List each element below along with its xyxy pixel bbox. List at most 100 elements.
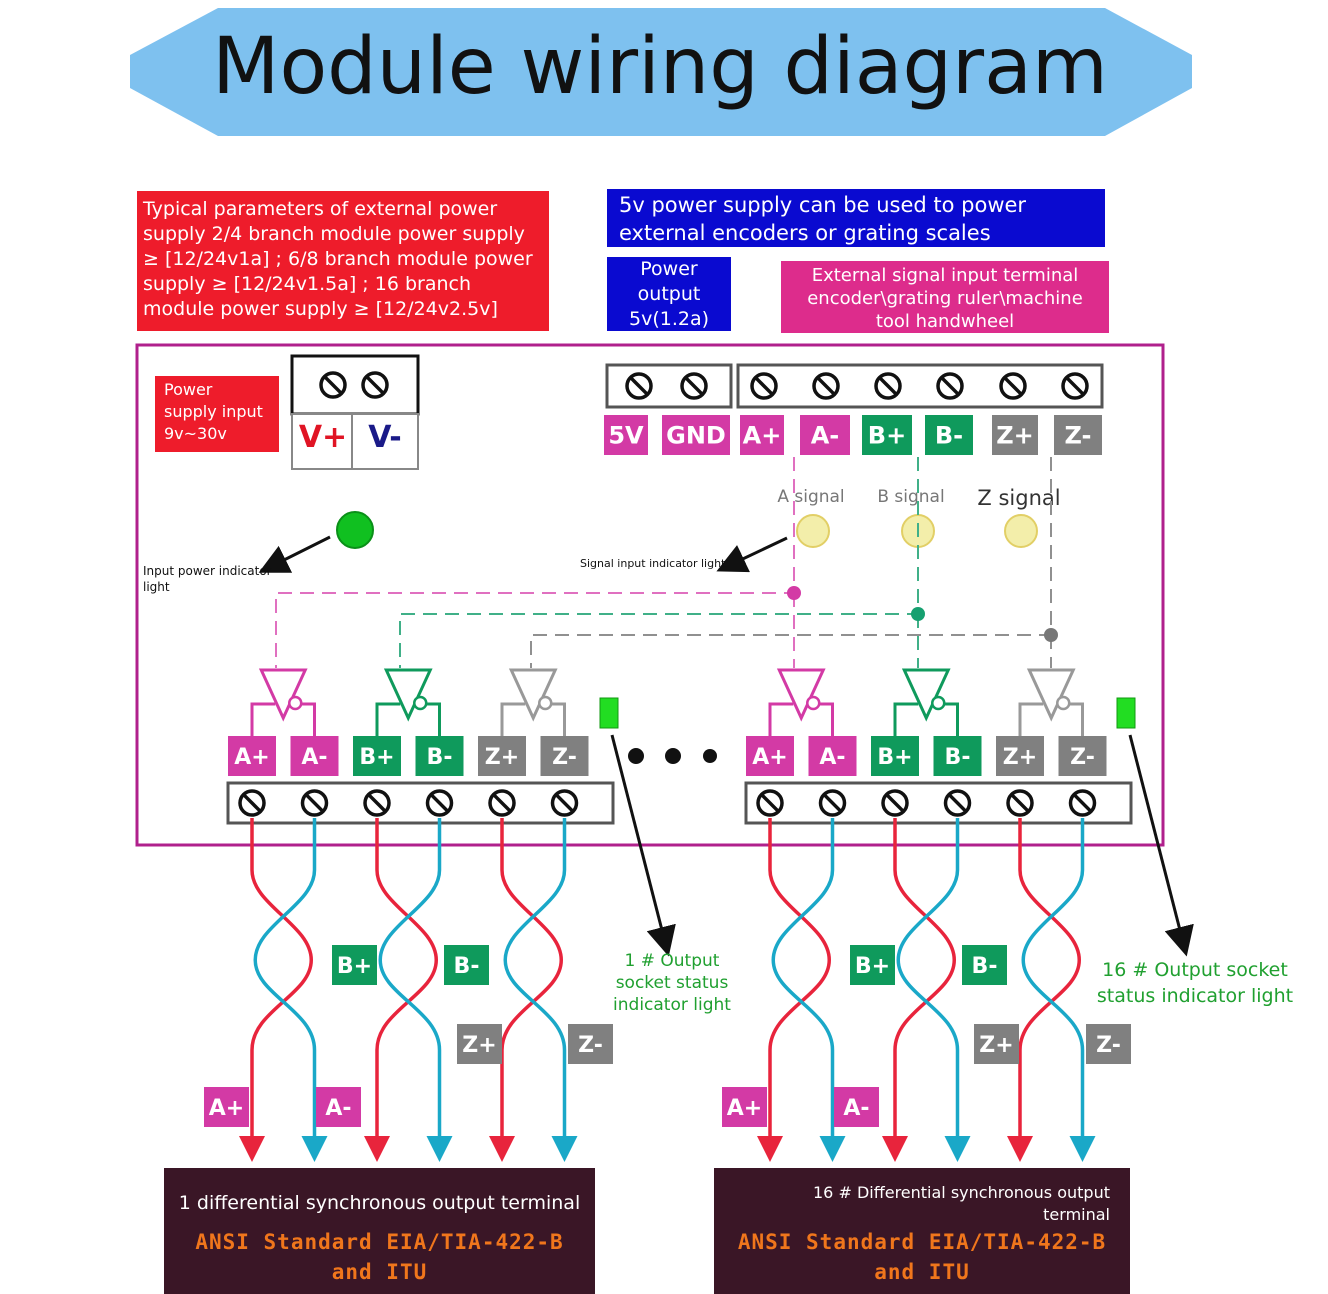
signal-label-1: B signal (877, 487, 944, 507)
input-tag-3-text: A- (811, 422, 840, 450)
out16-wire-tag-5 (834, 1087, 879, 1127)
out1-out-tag-4-text: Z+ (485, 745, 519, 770)
out16-out-screw-2-slot (885, 793, 905, 813)
signal-light-0 (796, 514, 830, 548)
out16-driver-bubble-0 (806, 695, 821, 711)
input-screw-1-slot (684, 376, 704, 396)
out16-out-screw-0-slot (760, 793, 780, 813)
input-tag-0-text: 5V (608, 422, 644, 450)
input-tag-4-text: B+ (868, 422, 906, 450)
input-power-indicator-label: Input power indicator light (143, 564, 272, 594)
b-signal-dashed (399, 457, 919, 668)
out1-arrow-neg-0 (301, 1136, 328, 1162)
out1-driver-lead-neg-2 (551, 702, 566, 737)
out1-out-tag-2 (353, 736, 401, 776)
out16-driver-2 (1026, 668, 1076, 722)
output1-status-light (599, 697, 619, 729)
out16-arrow-pos-0 (757, 1136, 783, 1162)
out1-wire-tag-1 (444, 945, 489, 985)
output16-indicator-label: 16 # Output socket status indicator ligh… (1096, 959, 1294, 1007)
out1-wire-neg-2 (503, 818, 567, 1140)
out1-out-tag-1-text: A- (301, 745, 327, 770)
out16-wire-tag-0 (850, 945, 895, 985)
terminal1-itu: and ITU (331, 1260, 428, 1284)
terminal1-standard: ANSI Standard EIA/TIA-422-B (195, 1230, 564, 1254)
z-node (1044, 628, 1058, 642)
out1-driver-0 (258, 668, 308, 722)
ellipsis-dot-1 (665, 748, 681, 764)
input-screw-7-slot (1065, 376, 1085, 396)
out16-wire-tag-2 (974, 1024, 1019, 1064)
out16-driver-lead-pos-1 (893, 702, 919, 737)
external-input-note: External signal input terminal encoder\g… (781, 261, 1109, 333)
output16-arrow (1128, 734, 1194, 957)
out1-wire-tag-5 (316, 1087, 361, 1127)
power-supply-note: Typical parameters of external power sup… (137, 191, 549, 331)
out1-out-screw-0-slot (242, 793, 262, 813)
input-tag-4 (862, 415, 912, 455)
input-tag-6-text: Z+ (996, 422, 1034, 450)
out1-arrow-neg-2 (551, 1136, 578, 1162)
out1-out-screw-3-slot (430, 793, 449, 813)
out16-arrow-neg-0 (819, 1136, 846, 1162)
out16-out-tag-4-text: Z+ (1003, 745, 1037, 770)
input-block-signal (736, 363, 1104, 409)
input-screw-6-slot (1003, 376, 1023, 396)
out1-out-tag-3 (415, 736, 464, 776)
power-indicator-light (336, 511, 374, 549)
out1-wire-tag-4 (204, 1087, 249, 1127)
out16-out-tag-1 (808, 736, 857, 776)
out16-out-tag-5-text: Z- (1070, 745, 1095, 770)
out1-driver-1 (383, 668, 433, 722)
power-label-block (291, 413, 419, 470)
out16-out-tag-2-text: B+ (877, 745, 912, 770)
out16-wire-neg-1 (896, 818, 960, 1140)
a-node (787, 586, 801, 600)
out16-wire-tag-5-text: A- (843, 1096, 869, 1121)
out1-wire-tag-3-text: Z- (578, 1033, 603, 1058)
out16-out-tag-3 (933, 736, 982, 776)
terminal1-title: 1 differential synchronous output termin… (178, 1192, 581, 1214)
out1-driver-lead-pos-2 (500, 702, 526, 737)
output16-status-light (1116, 697, 1136, 729)
signal-light-2 (1004, 514, 1038, 548)
out1-out-screw-4-slot (492, 793, 512, 813)
out16-wire-tag-1-text: B- (972, 954, 998, 979)
out1-out-tag-5 (540, 736, 589, 776)
output1-arrow (610, 734, 676, 957)
module-frame (135, 343, 1165, 847)
out16-out-screw-4-slot (1010, 793, 1030, 813)
input-screw-5-slot (940, 376, 960, 396)
power-terminal-block (290, 354, 420, 416)
out1-driver-lead-pos-0 (250, 702, 276, 737)
input-screw-0-slot (629, 376, 649, 396)
input-tag-0 (604, 415, 648, 455)
out16-arrow-neg-1 (944, 1136, 971, 1162)
out1-driver-2 (508, 668, 558, 722)
out16-out-tag-3-text: B- (945, 745, 971, 770)
terminal16-itu: and ITU (874, 1260, 970, 1284)
a-signal-dashed (275, 457, 795, 668)
signal-label-0: A signal (777, 487, 844, 507)
out16-wire-tag-1 (962, 945, 1007, 985)
terminal16-standard: ANSI Standard EIA/TIA-422-B (737, 1230, 1107, 1254)
power-screw-vminus-slot (365, 375, 385, 395)
out1-wire-neg-1 (378, 818, 442, 1140)
input-tag-7-text: Z- (1065, 422, 1092, 450)
input-tag-1 (662, 415, 730, 455)
out16-driver-lead-neg-1 (944, 702, 959, 737)
out16-output-block (744, 781, 1133, 825)
out1-arrow-pos-2 (489, 1136, 515, 1162)
out1-driver-bubble-1 (413, 695, 428, 711)
input-tag-3 (800, 415, 850, 455)
out1-driver-bubble-0 (288, 695, 303, 711)
out16-wire-neg-0 (771, 818, 835, 1140)
out16-out-screw-3-slot (948, 793, 967, 813)
out1-out-tag-3-text: B- (427, 745, 453, 770)
out16-wire-tag-0-text: B+ (855, 954, 890, 979)
out1-driver-bubble-2 (538, 695, 553, 711)
out1-out-tag-0-text: A+ (234, 745, 269, 770)
out1-out-tag-5-text: Z- (552, 745, 577, 770)
